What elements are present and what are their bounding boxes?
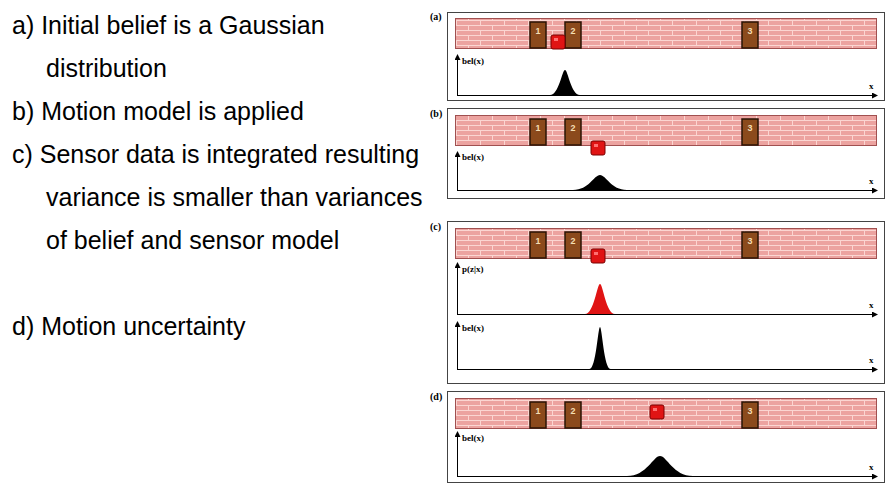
door-number: 1 [530,123,546,133]
bullet-text: a) Initial belief is a Gaussian distribu… [12,4,438,90]
axis-label: x [869,176,874,186]
door-number: 3 [742,236,758,246]
door-number: 2 [565,123,581,133]
door-number: 1 [530,406,546,416]
axis-label: bel(x) [462,56,484,66]
panel-letter: (a) [430,11,442,22]
axis-label: bel(x) [462,152,484,162]
door-number: 3 [742,123,758,133]
bullet-text: c) Sensor data is integrated resulting v… [12,133,438,262]
axis-label: x [869,355,874,365]
door-number: 1 [530,26,546,36]
door-number: 2 [565,406,581,416]
panel-letter: (b) [430,108,442,119]
panel-letter: (d) [430,391,442,402]
axis-label: x [869,81,874,91]
bullet-text: d) Motion uncertainty [12,305,438,348]
door-number: 2 [565,26,581,36]
panel-letter: (c) [430,221,441,232]
axis-label: bel(x) [462,433,484,443]
door-number: 3 [742,406,758,416]
door-number: 3 [742,26,758,36]
axis-label: bel(x) [462,323,484,333]
axis-label: x [869,300,874,310]
axis-label: p(z|x) [462,264,483,274]
axis-label: x [869,462,874,472]
door-number: 1 [530,236,546,246]
door-number: 2 [565,236,581,246]
bullet-text: b) Motion model is applied [12,90,438,133]
